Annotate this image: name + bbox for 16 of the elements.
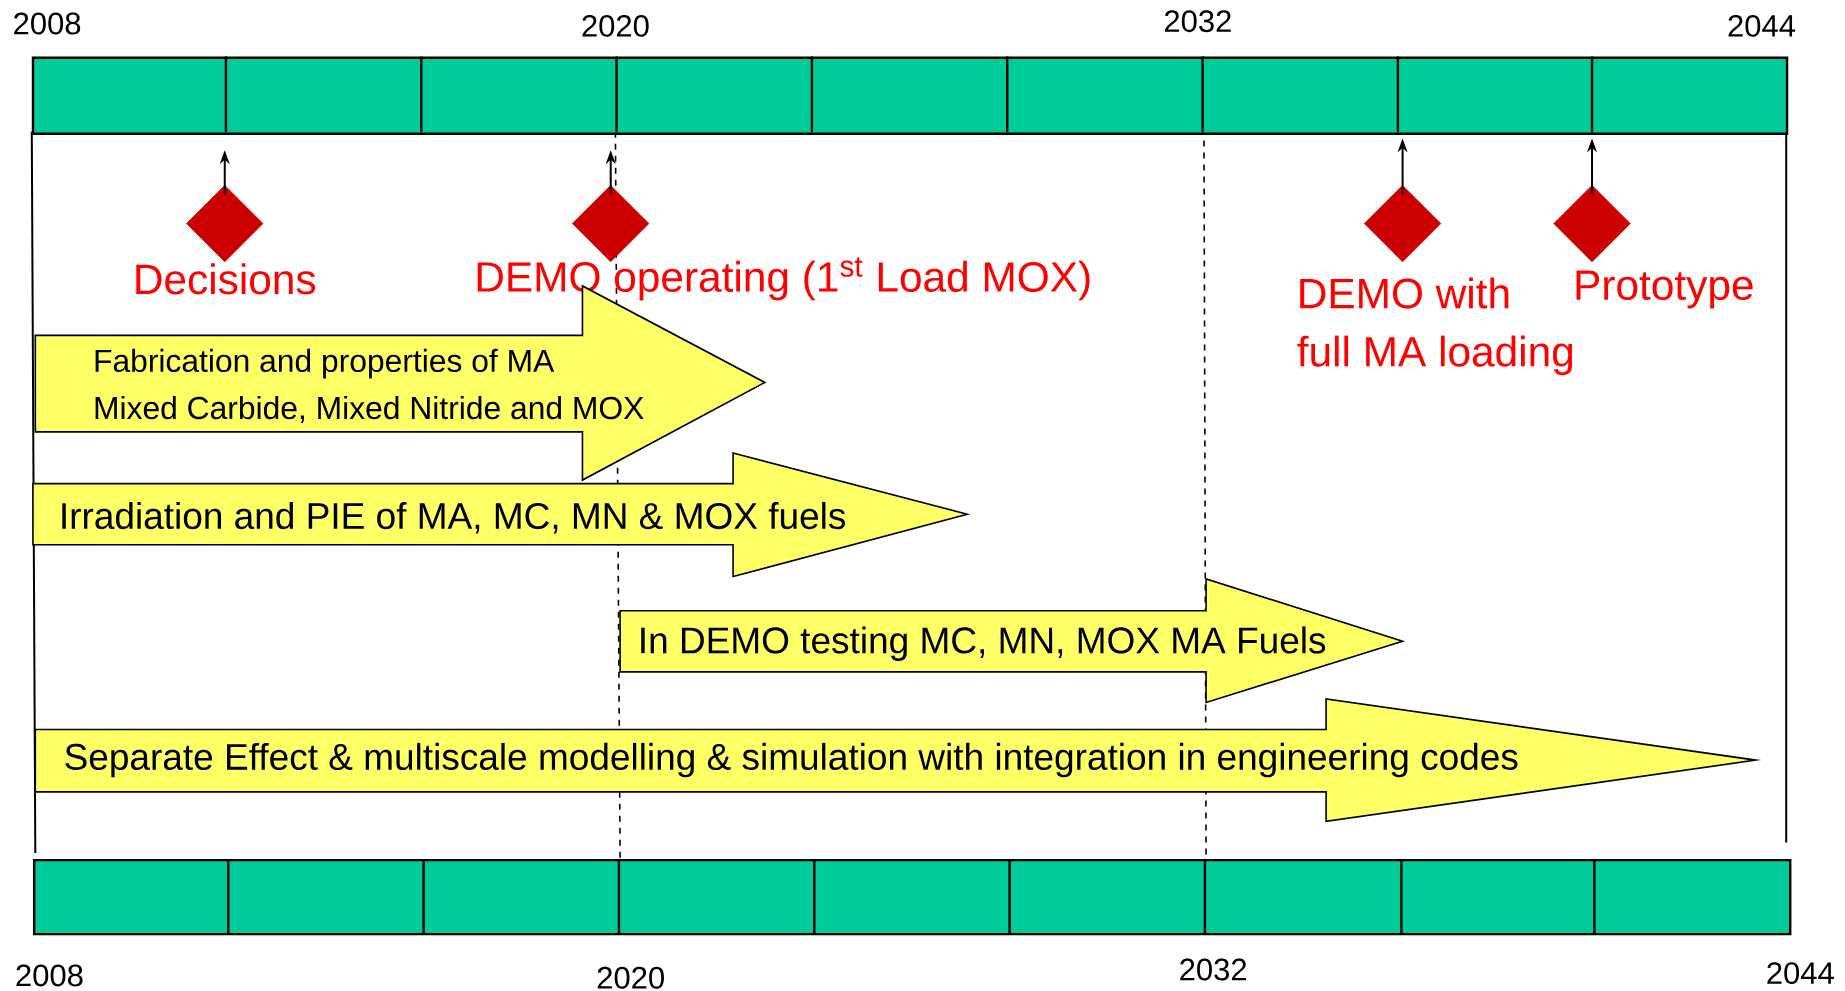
milestone-label: Prototype <box>1576 270 1753 309</box>
year-label: 2020 <box>597 966 664 989</box>
activity-label: In DEMO testing MC, MN, MOX MA Fuels <box>641 626 1326 661</box>
milestone-label: DEMO operating (1$^{st}$ Load MOX) <box>477 257 1090 301</box>
milestone-label: full MA loading <box>1297 335 1573 376</box>
timeline-bar <box>31 56 1789 135</box>
year-label: 2008 <box>16 964 83 987</box>
activity-label: Mixed Carbide, Mixed Nitride and MOX <box>95 396 644 424</box>
year-label: 2044 <box>1767 962 1834 985</box>
activity-label: Separate Effect & multiscale modelling & simulation with integration in engineering codes <box>65 743 1518 778</box>
timeline-bar <box>32 859 1792 936</box>
milestone-label: DEMO with <box>1300 277 1509 309</box>
activity-label: Fabrication and properties of MA <box>95 348 555 379</box>
year-label: 2008 <box>14 12 81 35</box>
milestone-label: Decisions <box>136 263 316 295</box>
activity-label: Irradiation and PIE of MA, MC, MN & MOX fuels <box>62 502 846 534</box>
